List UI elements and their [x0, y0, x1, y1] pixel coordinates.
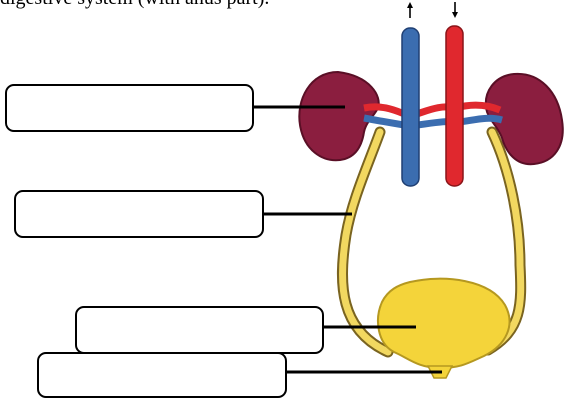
- renal-vessels: [364, 105, 502, 126]
- aorta: [446, 26, 463, 186]
- kidneys: [299, 72, 562, 164]
- ureter-label-box[interactable]: [14, 190, 264, 238]
- flow-arrows: [407, 2, 458, 18]
- urethra-label-box[interactable]: [37, 352, 287, 398]
- kidney-label-box[interactable]: [5, 84, 254, 132]
- bladder-label-box[interactable]: [75, 306, 324, 354]
- vena-cava: [402, 28, 419, 186]
